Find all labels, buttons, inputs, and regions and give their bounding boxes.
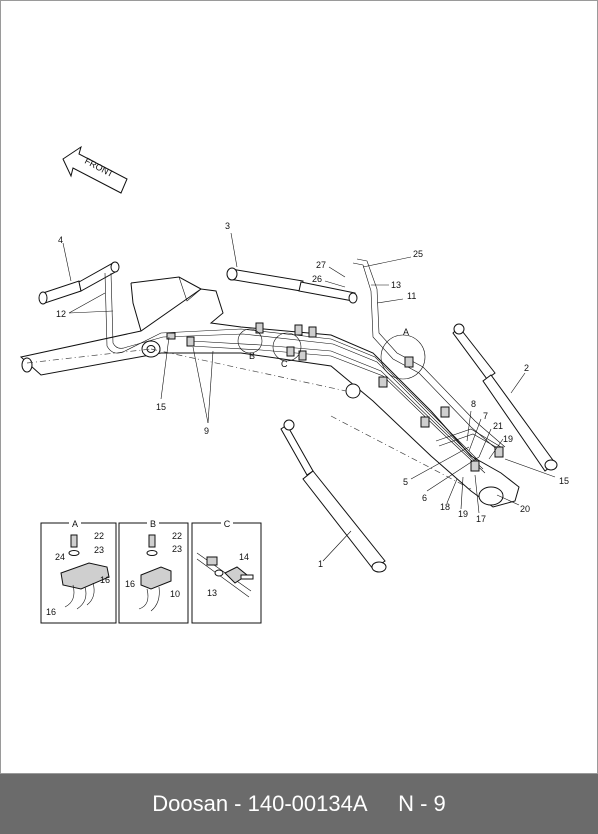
cylinder-2: [452, 323, 558, 472]
callout: 15: [156, 402, 166, 412]
callout: 1: [318, 559, 323, 569]
inset-c-label: 14: [239, 552, 249, 562]
callout: 17: [476, 514, 486, 524]
detail-circle-b: [237, 328, 263, 354]
inset-b-label: 16: [125, 579, 135, 589]
footer-brand: Doosan: [152, 791, 229, 816]
detail-tag-c: C: [281, 359, 288, 369]
footer-bar: Doosan - 140-00134A N - 9: [0, 774, 598, 834]
callout: 26: [312, 274, 322, 284]
inset-b-label: 10: [170, 589, 180, 599]
inset-a: A A 22 23 24 16 16: [40, 519, 117, 624]
callout: 12: [56, 309, 66, 319]
callout: 5: [403, 477, 408, 487]
inset-a-label: 16: [46, 607, 56, 617]
callout: 19: [503, 434, 513, 444]
parts-diagram: FRONT: [19, 145, 569, 624]
callout: 2: [524, 363, 529, 373]
inset-b-label: 23: [172, 544, 182, 554]
footer-part-number: 140-00134A: [247, 791, 368, 816]
inset-c-title: C: [224, 519, 231, 529]
footer-separator: -: [228, 791, 248, 816]
inset-b-label: 22: [172, 531, 182, 541]
footer-spacer: [368, 791, 399, 817]
front-arrow: FRONT: [62, 145, 128, 194]
inset-a-label: 23: [94, 545, 104, 555]
inset-a-title-text: A: [72, 519, 78, 529]
leader-lines: [62, 232, 556, 562]
callout: 7: [483, 411, 488, 421]
callout: 4: [58, 235, 63, 245]
detail-circle-c: [272, 332, 302, 362]
callout: 15: [559, 476, 569, 486]
callout: 6: [422, 493, 427, 503]
cylinder-1: [280, 419, 387, 573]
detail-tag-b: B: [249, 351, 255, 361]
inset-a-label: 16: [100, 575, 110, 585]
callout: 8: [471, 399, 476, 409]
callout: 19: [458, 509, 468, 519]
callout: 25: [413, 249, 423, 259]
inset-b-title: B: [150, 519, 156, 529]
callout: 27: [316, 260, 326, 270]
callout: 20: [520, 504, 530, 514]
callout: 3: [225, 221, 230, 231]
inset-c: C 14 13: [191, 519, 262, 624]
callout-labels: 1 2 3 4 5 6 7 8 9 11 12 13 15 15 17 18 1…: [56, 221, 569, 569]
callout: 13: [391, 280, 401, 290]
footer-page: N - 9: [398, 791, 446, 816]
diagram-frame: FRONT: [0, 0, 598, 774]
inset-a-label: 24: [55, 552, 65, 562]
boom: [19, 276, 520, 508]
inset-c-label: 13: [207, 588, 217, 598]
detail-circle-a: [380, 334, 426, 380]
callout: 21: [493, 421, 503, 431]
callout: 18: [440, 502, 450, 512]
cylinder-3: [226, 267, 358, 304]
detail-tag-a: A: [403, 327, 409, 337]
inset-b: B 22 23 16 10: [118, 519, 189, 624]
hose-clamps: [166, 322, 504, 472]
callout: 11: [407, 291, 416, 301]
callout: 9: [204, 426, 209, 436]
cylinder-4: [38, 261, 120, 305]
hose-lines: [104, 258, 506, 474]
inset-a-label: 22: [94, 531, 104, 541]
